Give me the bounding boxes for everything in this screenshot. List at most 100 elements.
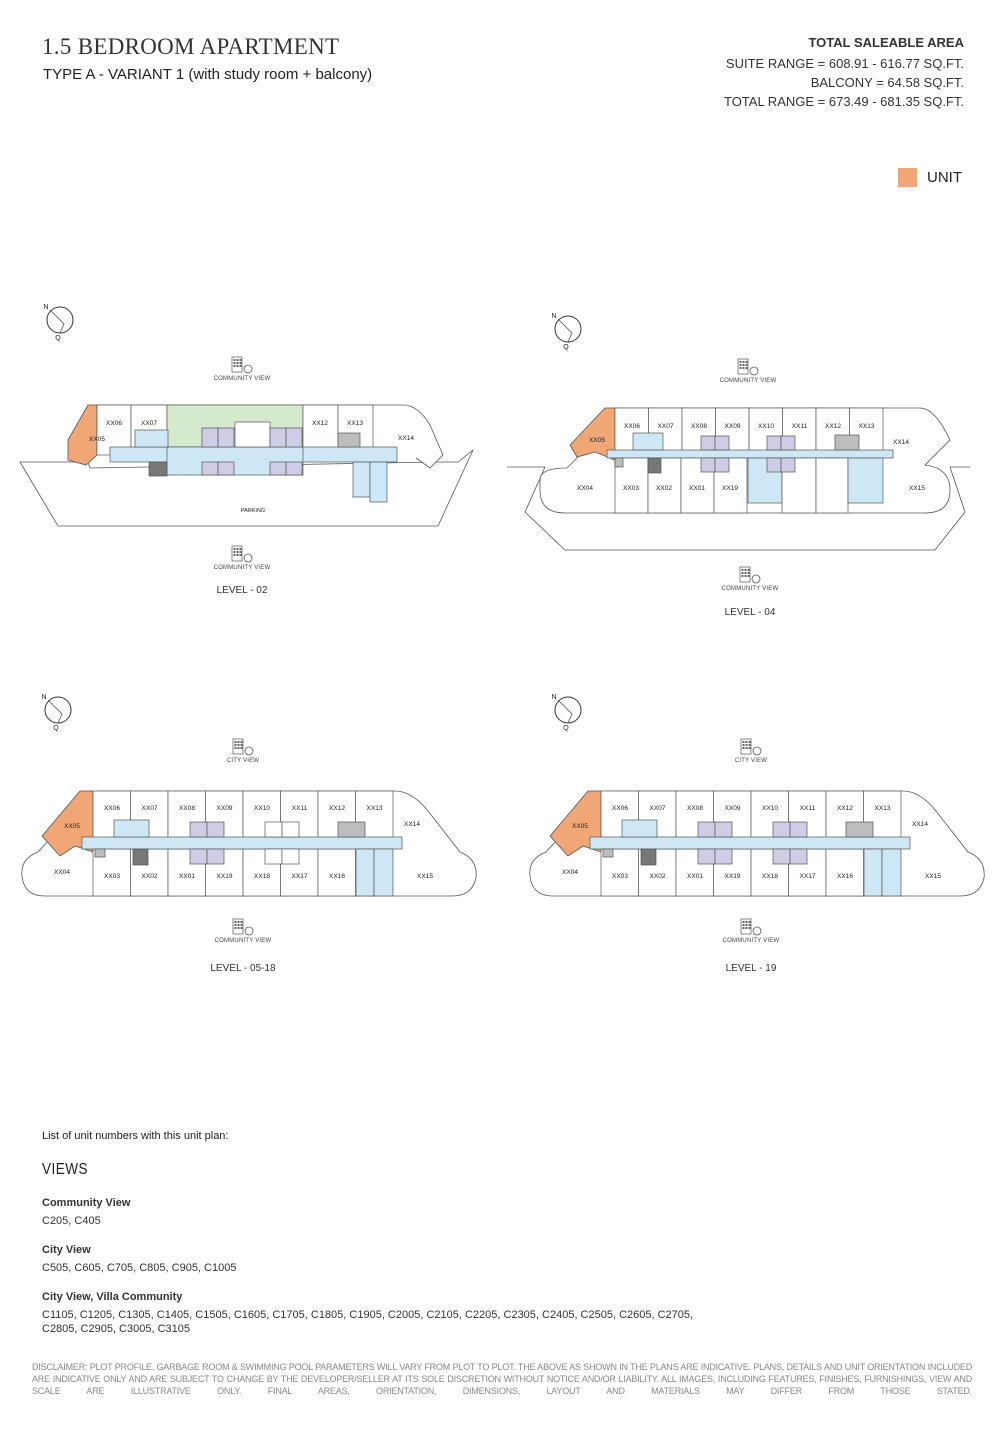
page-subtitle: TYPE A - VARIANT 1 (with study room + ba… — [43, 66, 373, 83]
window — [748, 741, 751, 743]
views-heading: VIEWS — [42, 1161, 88, 1178]
lift — [789, 848, 808, 865]
lift — [269, 461, 287, 476]
unit-label: XX04 — [562, 869, 578, 876]
garbage-room — [647, 457, 662, 474]
unit-label: XX19 — [722, 485, 738, 492]
compass-icon: NQ — [43, 304, 74, 342]
building-view-icon — [740, 918, 762, 936]
building-view-icon — [231, 356, 253, 374]
lift — [201, 427, 219, 448]
window — [237, 744, 240, 746]
window — [742, 744, 745, 746]
unit-label: XX19 — [217, 873, 233, 880]
lift — [714, 435, 730, 451]
building-view-icon — [737, 358, 759, 376]
window — [748, 744, 751, 746]
room — [317, 848, 356, 897]
unit-label: XX16 — [329, 873, 345, 880]
lift — [766, 435, 782, 451]
area-heading: TOTAL SALEABLE AREA — [808, 35, 964, 50]
unit-label: XX16 — [837, 873, 853, 880]
window — [747, 572, 750, 574]
tree-icon — [749, 366, 759, 376]
lift — [766, 457, 782, 473]
window — [742, 367, 745, 369]
tree-icon — [243, 364, 253, 374]
lift — [714, 457, 730, 473]
unit-label: XX10 — [758, 423, 774, 430]
room — [715, 407, 750, 454]
lift — [281, 821, 300, 838]
compass-q: Q — [55, 335, 61, 342]
top-view-label: CITY VIEW — [734, 758, 768, 764]
building-view-icon — [232, 738, 254, 756]
top-view-label: COMMUNITY VIEW — [719, 378, 777, 384]
window — [742, 921, 745, 923]
window — [744, 575, 747, 577]
unit-label: XX04 — [54, 869, 70, 876]
unit-label: XX19 — [725, 873, 741, 880]
corridor — [589, 836, 911, 850]
unit-label: XX07 — [141, 420, 157, 427]
window — [237, 921, 240, 923]
building-view-icon — [739, 566, 761, 584]
window — [236, 365, 239, 367]
window — [237, 741, 240, 743]
stair — [847, 457, 884, 504]
unit-label: XX05 — [89, 436, 105, 443]
lift — [780, 457, 796, 473]
unit-label: XX15 — [925, 873, 941, 880]
window — [742, 747, 745, 749]
window — [233, 554, 236, 556]
window — [745, 924, 748, 926]
disclaimer: DISCLAIMER: PLOT PROFILE, GARBAGE ROOM &… — [32, 1362, 972, 1396]
window — [237, 924, 240, 926]
stair — [881, 848, 902, 897]
lift — [285, 461, 303, 476]
window — [237, 927, 240, 929]
corridor — [606, 449, 894, 459]
stair — [373, 848, 394, 897]
unit-label: XX08 — [687, 805, 703, 812]
window — [745, 361, 748, 363]
lift — [206, 821, 225, 838]
unit-label: XX08 — [691, 423, 707, 430]
tree-icon — [244, 746, 254, 756]
lift — [772, 848, 791, 865]
window — [748, 747, 751, 749]
window — [745, 367, 748, 369]
unit-label: XX07 — [658, 423, 674, 430]
suite-range: SUITE RANGE = 608.91 - 616.77 SQ.FT. — [725, 56, 964, 71]
unit-label: XX12 — [837, 805, 853, 812]
window — [236, 548, 239, 550]
window — [744, 569, 747, 571]
bottom-view-label: COMMUNITY VIEW — [214, 938, 272, 944]
window — [748, 921, 751, 923]
service-room — [337, 821, 366, 838]
unit-label: XX10 — [254, 805, 270, 812]
compass-icon: NQ — [551, 694, 582, 732]
building-icon — [740, 918, 752, 935]
window — [745, 744, 748, 746]
group-units: C1105, C1205, C1305, C1405, C1505, C1605… — [42, 1309, 694, 1335]
lift — [201, 461, 219, 476]
unit-label: XX15 — [909, 485, 925, 492]
lift — [281, 848, 300, 865]
lift — [697, 848, 716, 865]
unit-label: XX11 — [292, 805, 308, 812]
window — [234, 747, 237, 749]
level-label: LEVEL - 02 — [216, 585, 268, 596]
unit-label: XX12 — [312, 420, 328, 427]
window — [742, 924, 745, 926]
window — [745, 927, 748, 929]
window — [739, 364, 742, 366]
stair — [113, 819, 150, 838]
building-icon — [232, 918, 244, 935]
window — [240, 921, 243, 923]
building-icon — [231, 545, 243, 562]
compass-needle — [49, 309, 65, 334]
